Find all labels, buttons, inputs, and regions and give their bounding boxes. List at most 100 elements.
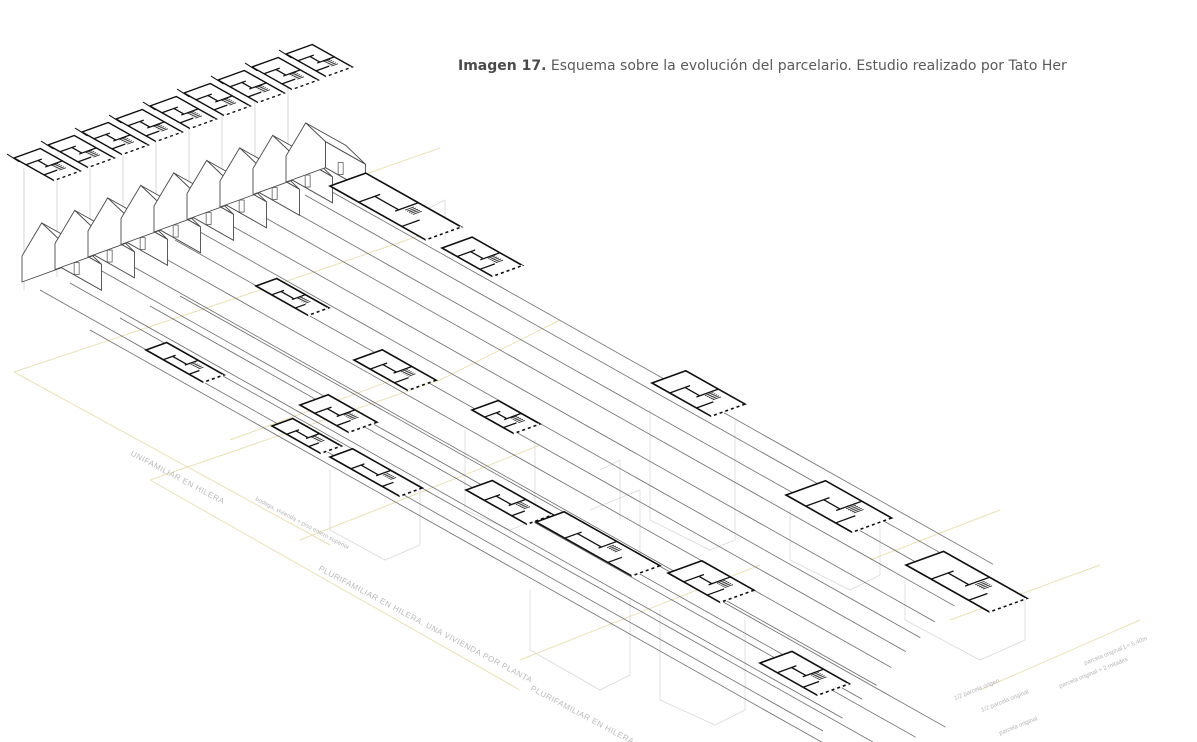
plan-wall (947, 572, 970, 586)
plan-outline (666, 559, 756, 604)
plan-opening (203, 373, 225, 384)
plan-wall (382, 363, 397, 373)
floor-plan (666, 559, 756, 604)
plan-wall (964, 576, 990, 587)
plan-stair (93, 154, 101, 158)
parcel-line (124, 261, 877, 686)
row-houses (21, 122, 366, 292)
plan-wall (181, 108, 199, 116)
plan-wall (480, 252, 501, 261)
plan-opening (189, 118, 217, 130)
caption-title: Imagen 17. (458, 58, 547, 74)
plan-wall (511, 510, 526, 517)
floor-plan (254, 277, 331, 317)
plan-stair (405, 206, 415, 211)
plan-opening (989, 597, 1028, 613)
plan-wall (791, 666, 807, 677)
plan-wall (336, 409, 356, 418)
party-wall (6, 153, 20, 163)
plan-wall (308, 442, 320, 448)
plan-stair (491, 257, 500, 262)
plan-stair (814, 674, 823, 678)
plan-outline (114, 108, 184, 143)
plan-outline (650, 369, 747, 418)
plan-stair (223, 99, 231, 103)
label-parcela-half-1: 1/2 parcela original (981, 689, 1030, 714)
plan-stair (153, 124, 161, 128)
plan-stair (406, 372, 414, 376)
plan-opening (307, 306, 330, 317)
floor-plan (352, 348, 439, 392)
plan-stair (53, 164, 61, 168)
plan-wall (249, 82, 267, 90)
house-gable (285, 122, 326, 183)
plan-wall (147, 121, 165, 129)
plan-opening (257, 92, 285, 104)
plan-stair (221, 98, 229, 102)
floor-plan (440, 236, 525, 278)
plan-wall (161, 106, 179, 114)
plan-stair (225, 100, 233, 104)
parcel-line (89, 329, 823, 742)
plan-stair (816, 675, 825, 680)
plan-wall (393, 365, 413, 374)
plan-wall (698, 575, 713, 585)
caption-text: Esquema sobre la evolución del parcelari… (546, 58, 1067, 74)
plan-wall (777, 665, 797, 674)
plan-stack (6, 43, 354, 182)
house-gable (186, 159, 227, 221)
plan-stair (487, 255, 496, 259)
parcel-line (324, 187, 994, 565)
plan-stair (408, 373, 416, 377)
plan-wall (607, 556, 623, 564)
stacked-plan (46, 134, 116, 169)
plan-stair (847, 505, 858, 511)
plan-opening (407, 379, 437, 392)
plan-outline (284, 43, 354, 78)
parcel-line (69, 282, 843, 719)
floor-plan (144, 341, 227, 384)
plan-stair (331, 63, 339, 67)
plan-wall (394, 202, 419, 212)
floor-plan (758, 650, 852, 697)
plan-stair (297, 76, 305, 80)
plan-stair (315, 437, 321, 441)
plan-stair (518, 419, 526, 424)
house-gable (54, 209, 95, 271)
plan-wall (297, 54, 315, 62)
plan-stair (301, 298, 307, 302)
floor-plan (270, 417, 344, 455)
plan-stair (345, 413, 353, 417)
plan-stair (521, 505, 529, 509)
floor-plan (784, 479, 894, 534)
plan-wall (79, 147, 97, 155)
plan-stair (189, 112, 197, 116)
house-gable (21, 222, 62, 283)
stacked-plan (114, 108, 184, 143)
plan-opening (425, 226, 462, 241)
plan-stair (187, 111, 195, 115)
plan-wall (207, 94, 219, 102)
plan-stair (257, 86, 265, 90)
plan-wall (598, 540, 618, 549)
plan-stair (412, 210, 422, 215)
plan-outline (758, 650, 852, 697)
house-door (106, 249, 113, 263)
plan-outline (328, 447, 425, 498)
plan-wall (564, 531, 582, 539)
plan-wall (835, 500, 863, 512)
plan-stair (198, 366, 204, 370)
plan-stair (227, 101, 235, 105)
plan-stair (810, 672, 820, 676)
stacked-plan (216, 69, 286, 104)
plan-stair (406, 207, 417, 212)
plan-wall (229, 80, 247, 88)
plan-stair (976, 582, 987, 587)
floor-plan (328, 172, 464, 241)
plan-wall (314, 406, 332, 414)
plan-wall (374, 195, 400, 211)
plan-stair (384, 473, 391, 477)
plan-wall (930, 570, 954, 580)
plan-wall (71, 146, 83, 154)
plan-wall (184, 359, 199, 366)
